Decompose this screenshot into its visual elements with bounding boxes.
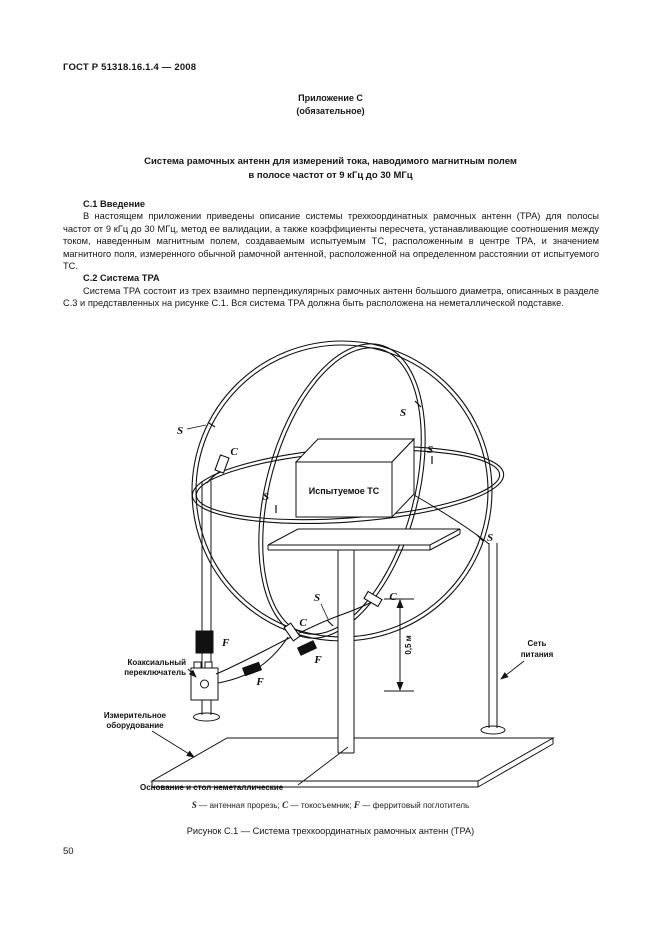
antenna-slot-label: S	[177, 425, 183, 437]
slot-letters: S S S S S S	[177, 407, 493, 620]
section-paragraph-c2: Система ТРА состоит из трех взаимно перп…	[63, 285, 599, 309]
current-clamp-bottom-right	[363, 590, 383, 608]
legend-s-desc: — антенная прорезь;	[196, 801, 283, 810]
eut-label: Испытуемое ТС	[309, 486, 380, 496]
page-title: Система рамочных антенн для измерений то…	[40, 155, 621, 183]
legend-s: S	[191, 800, 197, 810]
coax-switch-label-line1: Коаксиальный	[127, 658, 186, 667]
antenna-slot-label: S	[427, 444, 433, 456]
dimension-05m: 0,5 м	[384, 598, 414, 692]
page-title-line2: в полосе частот от 9 кГц до 30 МГц	[248, 170, 413, 181]
current-clamp-label: C	[299, 617, 307, 629]
antenna-slot-label: S	[487, 532, 493, 544]
current-clamp-label: C	[230, 446, 238, 458]
document-header: ГОСТ Р 51318.16.1.4 — 2008	[63, 62, 197, 73]
body-text: С.1 Введение В настоящем приложении прив…	[63, 198, 599, 310]
table-plate	[267, 528, 461, 551]
ferrite-label: F	[221, 637, 230, 649]
mains-pole	[413, 494, 506, 735]
ferrite-label: F	[255, 676, 264, 688]
antenna-slot-label: S	[314, 592, 320, 604]
figure-legend: S — антенная прорезь; С — токосъемник; F…	[0, 800, 661, 810]
mains-label-line1: Сеть	[528, 639, 547, 648]
appendix-block: Приложение С (обязательное)	[0, 92, 661, 118]
current-clamp-bottom-left	[283, 622, 301, 642]
current-clamp-label: C	[389, 591, 397, 603]
mains-label-line2: питания	[521, 650, 554, 659]
figure-c1: Испытуемое ТС 0,5 м	[0, 333, 661, 803]
figure-caption: Рисунок С.1 — Система трехкоординатных р…	[186, 826, 475, 836]
ferrite-absorber-cable1	[242, 661, 262, 677]
tla-antenna-drawing: Испытуемое ТС 0,5 м	[104, 340, 555, 792]
callout-labels: Коаксиальный переключатель Измерительное…	[104, 639, 554, 792]
ferrite-absorber-pole	[195, 630, 214, 654]
measuring-equipment-label-line2: оборудование	[106, 721, 164, 730]
section-heading-c2: С.2 Система ТРА	[83, 273, 160, 284]
measurement-cables	[206, 454, 383, 684]
section-paragraph-c1: В настоящем приложении приведены описани…	[63, 211, 599, 272]
ferrite-label: F	[313, 654, 322, 666]
antenna-slot-label: S	[263, 491, 269, 503]
antenna-slot-label: S	[400, 407, 406, 419]
current-clamp-top-left	[214, 454, 230, 474]
center-post	[337, 550, 355, 754]
ferrite-letters: F F F	[221, 637, 322, 688]
left-pole	[190, 481, 220, 722]
coax-switch-box	[190, 667, 219, 701]
eut-cube: Испытуемое ТС	[294, 437, 416, 519]
clamp-letters: C C C	[230, 446, 397, 629]
page-title-line1: Система рамочных антенн для измерений то…	[144, 156, 517, 167]
loop-vertical-inner	[262, 347, 422, 635]
legend-c-desc: — токосъемник;	[288, 801, 354, 810]
page-number: 50	[63, 846, 74, 857]
legend-c: С	[282, 800, 289, 810]
appendix-subtitle: (обязательное)	[296, 106, 365, 116]
section-heading-c1: С.1 Введение	[83, 199, 146, 209]
base-platform	[150, 737, 555, 788]
measuring-equipment-label-line1: Измерительное	[104, 711, 167, 720]
legend-f-desc: — ферритовый поглотитель	[359, 801, 470, 810]
mains-cable	[413, 494, 490, 545]
appendix-title: Приложение С	[298, 93, 363, 103]
antenna-slots	[208, 400, 484, 627]
base-label: Основание и стол неметаллические	[140, 783, 284, 792]
dimension-label: 0,5 м	[404, 635, 413, 654]
coax-switch-label-line2: переключатель	[124, 668, 186, 677]
legend-f: F	[353, 800, 360, 810]
ferrite-absorber-cable2	[296, 640, 318, 656]
